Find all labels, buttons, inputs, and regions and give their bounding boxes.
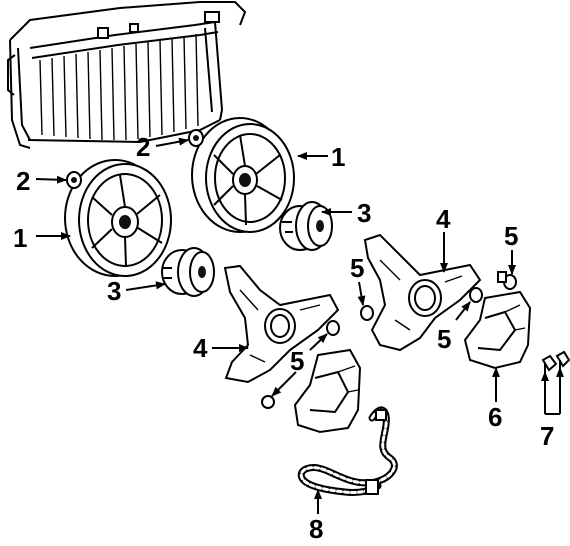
bolt-left <box>261 320 340 409</box>
callout-4-left: 4 <box>193 333 208 363</box>
callout-2-upper: 2 <box>136 132 150 162</box>
clips <box>541 350 570 378</box>
callout-8: 8 <box>309 514 323 544</box>
callout-5-farright: 5 <box>504 221 518 251</box>
bracket-right <box>363 233 482 352</box>
bracket-left <box>223 264 340 384</box>
bolt-mid <box>360 305 374 321</box>
motor-right <box>279 201 333 251</box>
shield-left <box>293 348 362 434</box>
nut-lower <box>66 171 82 189</box>
fan-lower <box>64 159 172 277</box>
callout-2-lower: 2 <box>16 166 30 196</box>
callout-1-lower: 1 <box>13 223 27 253</box>
wiring-harness <box>297 406 398 496</box>
motor-left <box>161 247 215 297</box>
callout-1-upper: 1 <box>331 142 345 172</box>
callout-5-rightlower: 5 <box>437 324 451 354</box>
callout-3-left: 3 <box>107 276 121 306</box>
callout-5-left: 5 <box>290 346 304 376</box>
callout-3-right: 3 <box>357 198 371 228</box>
fan-upper <box>191 117 295 233</box>
bolt-right-lower <box>469 287 483 303</box>
callout-5-mid: 5 <box>350 253 364 283</box>
callout-6: 6 <box>488 402 502 432</box>
bolt-farright <box>497 271 517 290</box>
callout-4-right: 4 <box>436 204 451 234</box>
leader-lines <box>35 137 564 514</box>
radiator <box>7 1 247 149</box>
shield-right <box>463 290 532 370</box>
callout-7: 7 <box>540 421 554 451</box>
nut-upper <box>188 129 204 147</box>
